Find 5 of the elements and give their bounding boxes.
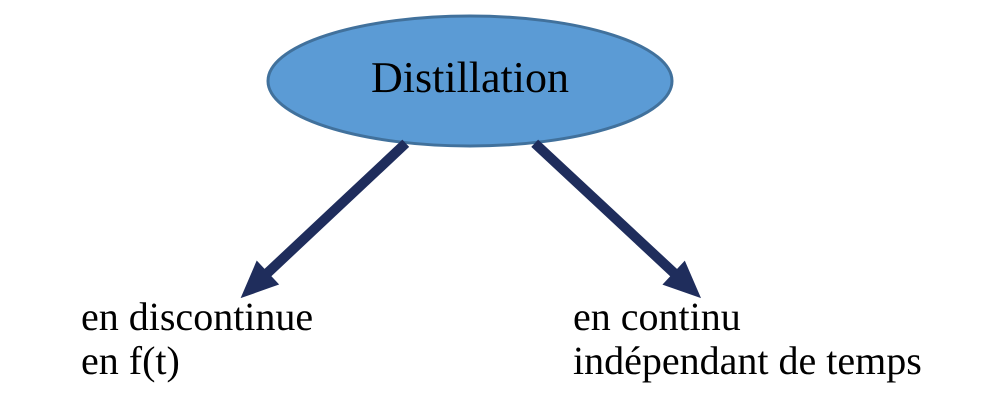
- node-text: en continu indépendant de temps: [573, 294, 922, 383]
- node-text: en discontinue en f(t): [81, 294, 314, 383]
- node-ellipse: Distillation: [266, 14, 674, 148]
- arrow: [240, 140, 410, 298]
- arrow: [531, 140, 702, 298]
